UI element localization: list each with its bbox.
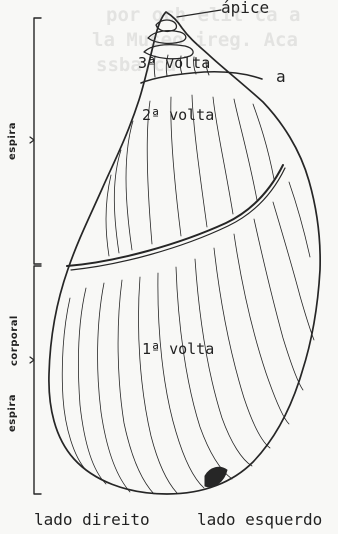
right-side-label: lado direito [34, 512, 150, 528]
ghost-text-line-2: la Museo ireg. Aca [92, 29, 298, 52]
body-label: corporal [10, 320, 20, 366]
ghost-text-line-3: ssba.ca [96, 54, 176, 77]
spire-label-bottom: espira [8, 392, 18, 432]
left-side-label: lado esquerdo [197, 512, 322, 528]
bracket-body [34, 266, 41, 494]
spire-label-top: espira [8, 120, 18, 160]
bracket-spire [34, 18, 41, 264]
letter-a-label: a [276, 69, 286, 85]
aperture-lip [205, 467, 227, 486]
whorl-2-label: 2ª volta [142, 108, 214, 123]
whorl-1-label: 1ª volta [142, 342, 214, 357]
ghost-text-line-1: por och elit ca a [106, 4, 300, 27]
